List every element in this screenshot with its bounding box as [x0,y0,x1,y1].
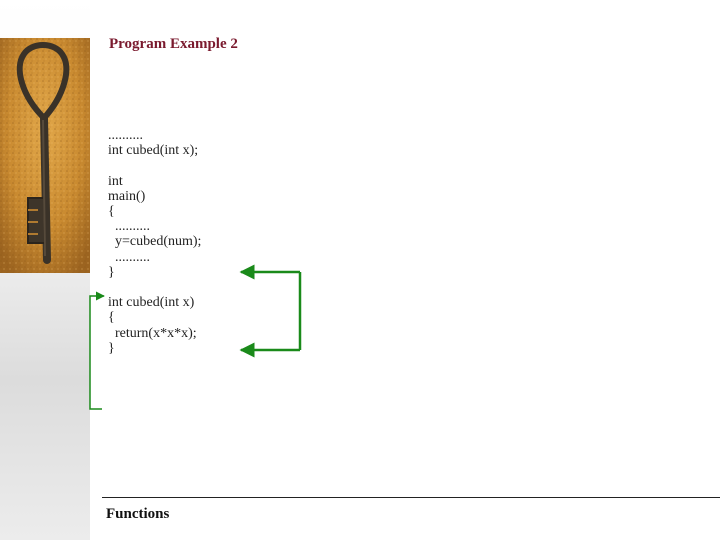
code-line: { [108,204,115,220]
code-line: int cubed(int x) [108,295,195,311]
key-image [0,38,90,273]
code-line: return(x*x*x); [108,325,197,341]
call-arrow [89,291,105,410]
code-line: } [108,340,115,356]
slide-title: Program Example 2 [109,36,238,52]
footer-label: Functions [106,506,170,522]
code-line: int [108,173,123,189]
code-line: .......... [108,219,150,235]
footer-divider [102,497,720,498]
code-line: .......... [108,128,143,143]
code-line: { [108,310,115,326]
code-line: y=cubed(num); [108,234,202,250]
code-line: int cubed(int x); [108,143,199,159]
code-block: .......... int cubed(int x); int main() … [108,128,201,356]
code-line: main() [108,188,146,204]
code-line: } [108,264,115,280]
code-line: .......... [108,249,150,265]
